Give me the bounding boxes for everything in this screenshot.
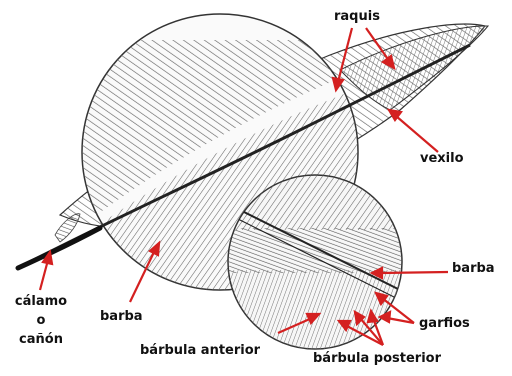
label-vexilo: vexilo [420,152,464,165]
label-raquis: raquis [334,10,380,23]
label-barba-bottom: barba [100,310,143,323]
arrow-vexilo [396,116,438,152]
label-canon: cañón [12,333,70,346]
label-barbula-anterior: bárbula anterior [140,344,260,357]
label-calamo: cálamo [12,295,70,308]
arrow-barba-right [380,272,448,273]
label-calamo-o: o [12,314,70,327]
label-barba-right: barba [452,262,495,275]
label-garfios: garfios [419,317,470,330]
label-barbula-posterior: bárbula posterior [313,352,441,365]
arrow-calamo [40,260,48,290]
